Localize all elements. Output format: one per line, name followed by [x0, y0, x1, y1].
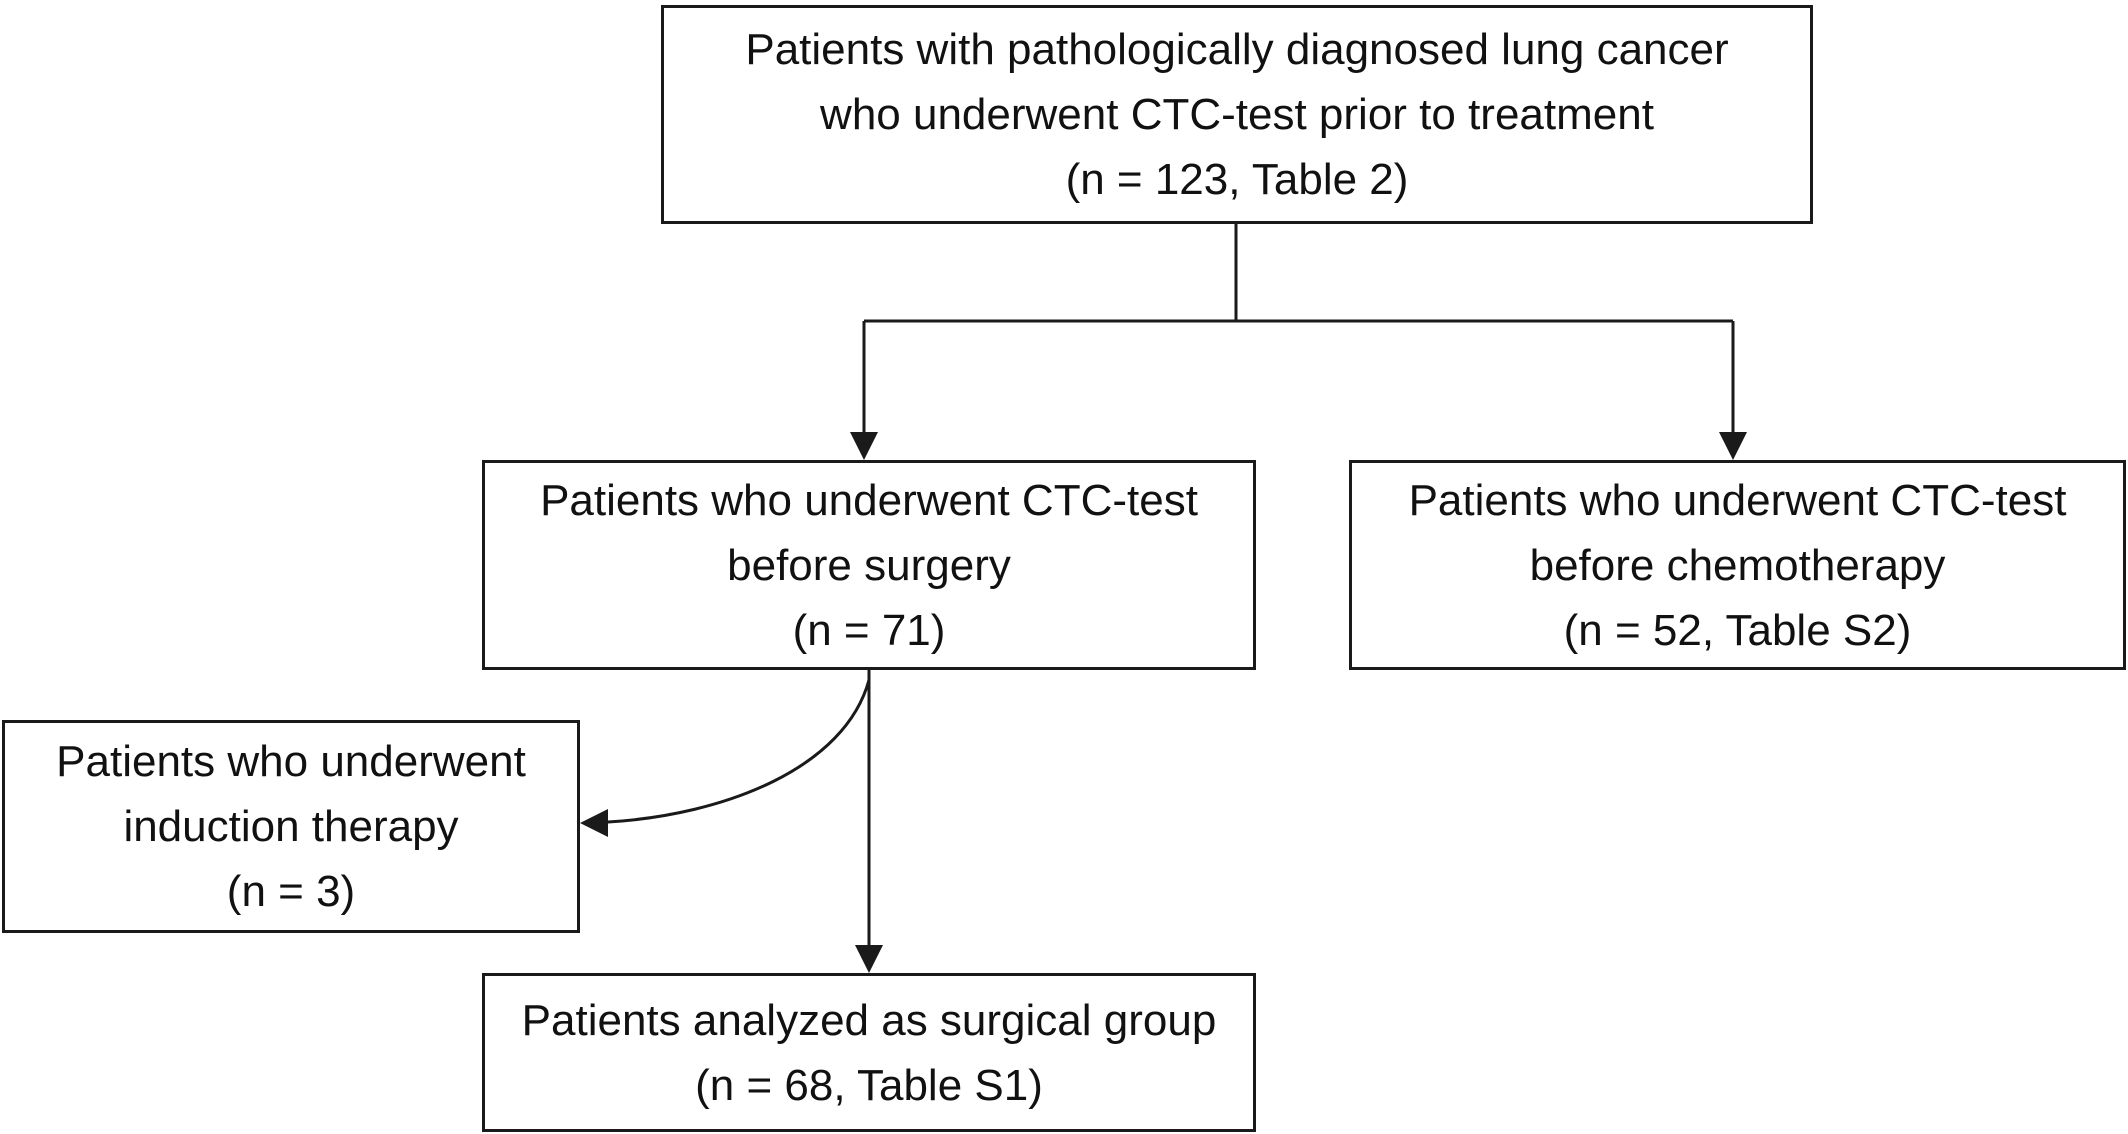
box-surgery-line-3: (n = 71)	[792, 605, 946, 655]
box-all-patients-line-2: who underwent CTC-test prior to treatmen…	[820, 90, 1654, 139]
box-induction-line-2: induction therapy	[123, 802, 459, 851]
box-all-patients-line-3: (n = 123, Table 2)	[1065, 155, 1409, 204]
box-chemotherapy-line-1: Patients who underwent CTC-test	[1408, 475, 2067, 525]
box-surgery: Patients who underwent CTC-test before s…	[482, 460, 1256, 670]
box-chemotherapy: Patients who underwent CTC-test before c…	[1349, 460, 2126, 670]
arrowhead-chemotherapy	[1719, 432, 1747, 460]
box-surgical-group-line-2: (n = 68, Table S1)	[695, 1060, 1043, 1110]
box-surgery-line-1: Patients who underwent CTC-test	[540, 475, 1198, 525]
box-surgery-line-2: before surgery	[727, 540, 1011, 590]
box-surgical-group: Patients analyzed as surgical group (n =…	[482, 973, 1256, 1132]
box-induction-line-1: Patients who underwent	[56, 737, 526, 786]
arrowhead-surgical-group	[855, 945, 883, 973]
box-induction-line-3: (n = 3)	[226, 867, 356, 916]
arrowhead-induction	[580, 809, 608, 837]
box-induction: Patients who underwent induction therapy…	[2, 720, 580, 933]
box-chemotherapy-line-2: before chemotherapy	[1529, 540, 1946, 590]
arrowhead-surgery	[850, 432, 878, 460]
edge-to-induction	[607, 679, 871, 824]
box-chemotherapy-line-3: (n = 52, Table S2)	[1563, 605, 1912, 655]
box-all-patients: Patients with pathologically diagnosed l…	[661, 5, 1813, 224]
box-surgical-group-line-1: Patients analyzed as surgical group	[521, 995, 1217, 1045]
box-all-patients-line-1: Patients with pathologically diagnosed l…	[745, 25, 1729, 74]
